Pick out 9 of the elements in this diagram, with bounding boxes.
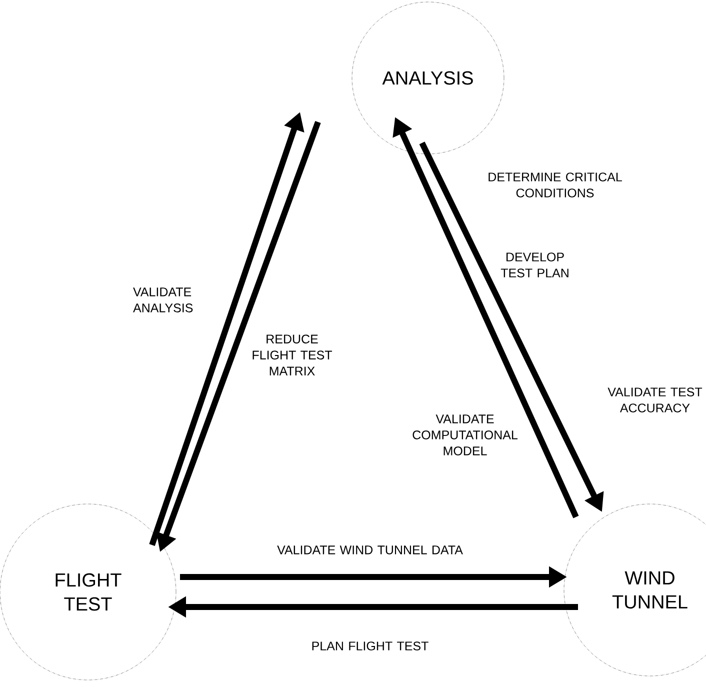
edge-label: PLAN FLIGHT TEST: [312, 642, 428, 650]
edge-label: DEVELOP TEST PLAN: [500, 252, 568, 278]
label: DETERMINE CRITICAL CONDITIONS: [488, 172, 622, 198]
edge-label: VALIDATE ANALYSIS: [133, 288, 193, 312]
edge-label: VALIDATE WIND TUNNEL DATA: [277, 546, 463, 554]
circle-node: ANALYSIS: [352, 2, 504, 154]
edge-label: REDUCE FLIGHT TEST MATRIX: [252, 334, 332, 376]
edge-label: VALIDATE COMPUTATIONAL MODEL: [412, 414, 518, 456]
label: VALIDATE TEST ACCURACY: [608, 388, 702, 412]
